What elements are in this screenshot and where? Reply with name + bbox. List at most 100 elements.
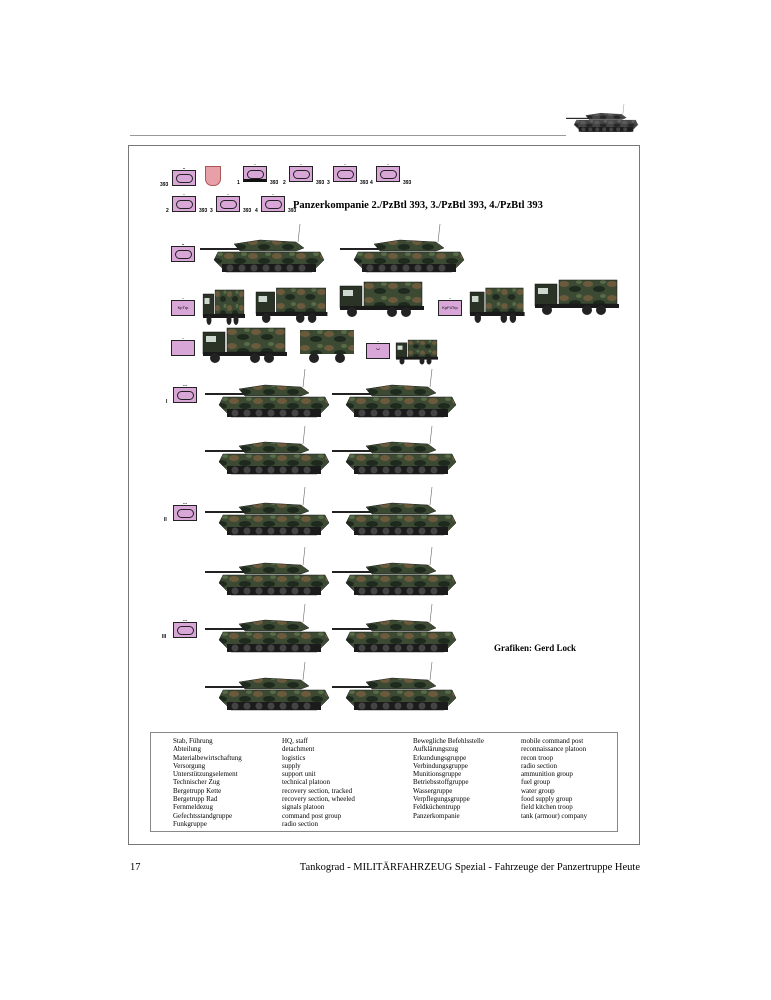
company-symbol-3: . [216,192,240,212]
legend-entry: Erkundungsgruppe [413,753,467,762]
company-number: 4 [255,208,258,214]
company-symbol-1: . [243,162,267,182]
company-symbol-2: . [289,162,313,182]
legend-entry: Wassergruppe [413,786,453,795]
legend-entry: Stab, Führung [173,737,213,745]
legend-entry: Materialbewirtschaftung [173,753,242,762]
company-symbol-2: . [172,192,196,212]
battalion-number: 393 [316,180,325,186]
legend-entry: command post group [282,811,342,820]
vehicle-fuchs [255,287,328,324]
company-symbol-3: . [333,162,357,182]
legend-entry: Verbindungsgruppe [413,761,468,770]
company-symbol-4: . [261,192,285,212]
vehicle-wolf-jeep [395,339,439,365]
vehicle-truck-3 [534,279,620,316]
vehicle-truck-4 [202,327,288,364]
legend-entry: Feldküchentrupp [413,803,461,812]
running-title: Tankograd - MILITÄRFAHRZEUG Spezial - Fa… [299,862,640,873]
legend-entry: field kitchen troop [521,803,573,812]
page-number: 17 [130,862,141,873]
company-number: 2 [283,180,286,186]
kptrp-label: KpTrp [177,305,189,310]
legend-entry: Munitionsgruppe [413,770,462,779]
legend-entry: tank (armour) company [521,811,588,820]
kpfuetrp-symbol: .KpFüTrp [438,296,462,316]
legend-entry: recon troop [521,753,554,762]
tank-leopard2-platoon [331,368,457,418]
battalion-number: 393 [403,180,412,186]
platoon-symbol-1: ... [173,383,197,403]
legend-entry: Gefechtsstandgruppe [173,811,233,820]
tank-leopard2-platoon [204,661,330,711]
company-number: 3 [210,208,213,214]
legend-entry: radio section [282,819,318,828]
vehicle-truck-2 [469,287,526,324]
tank-leopard2-hq-2 [339,223,465,273]
tank-leopard2-platoon [331,661,457,711]
legend-entry: support unit [282,770,316,779]
tank-leopard2-platoon [204,603,330,653]
graphics-credit: Grafiken: Gerd Lock [494,643,576,653]
tank-leopard2-platoon [204,486,330,536]
legend-entry: Bergetrupp Kette [173,786,222,795]
company-symbol-4: . [376,162,400,182]
legend-entry: Unterstützungselement [173,770,238,779]
legend-entry: food supply group [521,795,573,804]
battalion-number: 393 [243,208,252,214]
legend-entry: Technischer Zug [173,778,220,787]
platoon-symbol-2: ... [173,501,197,521]
legend-entry: Aufklärungszug [413,745,459,754]
battalion-number: 393 [160,182,169,188]
recovery-symbol: .⌣ [366,339,390,359]
company-hq-symbol: .. [171,242,195,262]
legend-entry: HQ, staff [282,737,308,745]
platoon-symbol-3: ... [173,618,197,638]
legend-entry: Betriebsstoffgruppe [413,778,469,787]
legend-entry: Abteilung [173,745,201,754]
battalion-number: 393 [288,208,297,214]
battalion-crest-icon [205,166,221,186]
company-number: 3 [327,180,330,186]
battalion-number: 393 [270,180,279,186]
legend-entry: Versorgung [173,761,206,770]
legend-entry: logistics [282,753,306,762]
legend-entry: recovery section, wheeled [282,795,355,804]
battalion-number: 393 [199,208,208,214]
header-tank-icon [565,103,639,133]
legend-entry: recovery section, tracked [282,786,353,795]
vehicle-truck-1 [339,281,425,318]
page-title: Panzerkompanie 2./PzBtl 393, 3./PzBtl 39… [293,200,543,211]
legend-entry: reconnaissance platoon [521,745,587,754]
vehicle-trailer [300,330,354,363]
platoon-number: I [166,399,168,405]
legend-entry: ammunition group [521,770,573,779]
company-number: 2 [166,208,169,214]
supply-symbol: . [171,336,195,356]
battalion-staff-symbol: .. [172,166,196,186]
legend-entry: fuel group [521,778,550,787]
legend-entry: Fernmeldezug [173,803,214,812]
tank-leopard2-platoon [204,425,330,475]
kpfuetrp-label: KpFüTrp [442,305,458,310]
company-number: 4 [370,180,373,186]
legend-entry: Funkgruppe [173,819,207,828]
legend-entry: detachment [282,745,315,754]
vehicle-dingo [202,289,246,326]
legend-entry: Bergetrupp Rad [173,795,218,804]
company-number: 1 [237,180,240,186]
header-rule [130,135,566,136]
battalion-number: 393 [360,180,369,186]
legend-entry: water group [521,786,555,795]
legend-entry: Bewegliche Befehlsstelle [413,737,484,745]
tank-leopard2-platoon [331,603,457,653]
tank-leopard2-hq-1 [199,223,325,273]
legend-entry: radio section [521,761,557,770]
tank-leopard2-platoon [204,368,330,418]
tank-leopard2-platoon [331,425,457,475]
tank-leopard2-platoon [331,546,457,596]
